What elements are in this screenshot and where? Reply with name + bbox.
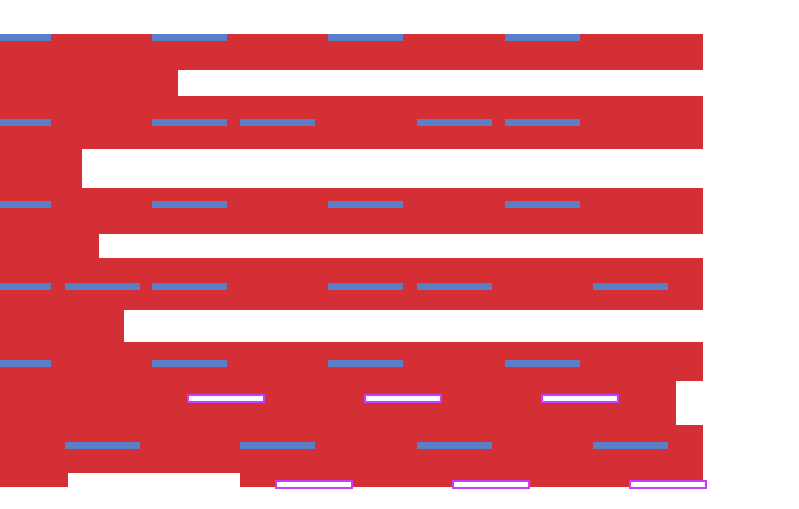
gap-notch-right [676,381,703,425]
gap-line-5 [68,473,240,509]
gap-line-4 [124,310,703,342]
outline-r1-c2[interactable] [364,394,442,403]
highlight-r4-c3[interactable] [152,283,227,290]
outline-r2-c2[interactable] [452,480,530,489]
highlight-r2-c1[interactable] [0,119,51,126]
highlight-r3-c4[interactable] [505,201,580,208]
highlight-r5-c2[interactable] [152,360,227,367]
highlight-r3-c1[interactable] [0,201,51,208]
highlight-r2-c2[interactable] [152,119,227,126]
highlight-r4-c2[interactable] [65,283,140,290]
highlight-r5-c1[interactable] [0,360,51,367]
outline-r2-c1[interactable] [275,480,353,489]
highlight-r6-c4[interactable] [593,442,668,449]
highlight-r1-c1[interactable] [0,34,51,41]
highlight-r2-c5[interactable] [505,119,580,126]
outline-r1-c3[interactable] [541,394,619,403]
highlight-r3-c3[interactable] [328,201,403,208]
highlight-r3-c2[interactable] [152,201,227,208]
highlight-r4-c1[interactable] [0,283,51,290]
outline-r2-c3[interactable] [629,480,707,489]
gap-line-6 [240,487,703,509]
highlight-r6-c3[interactable] [417,442,492,449]
gap-line-2 [82,149,703,188]
highlight-r5-c4[interactable] [505,360,580,367]
highlight-r1-c4[interactable] [505,34,580,41]
gap-line-1 [178,70,703,96]
gap-line-3 [99,234,703,258]
highlight-r6-c2[interactable] [240,442,315,449]
highlight-r4-c6[interactable] [593,283,668,290]
outline-r1-c1[interactable] [187,394,265,403]
highlight-r1-c2[interactable] [152,34,227,41]
highlight-r5-c3[interactable] [328,360,403,367]
highlight-r1-c3[interactable] [328,34,403,41]
highlight-r4-c4[interactable] [328,283,403,290]
highlight-r2-c4[interactable] [417,119,492,126]
highlight-r6-c1[interactable] [65,442,140,449]
highlight-r4-c5[interactable] [417,283,492,290]
highlight-r2-c3[interactable] [240,119,315,126]
